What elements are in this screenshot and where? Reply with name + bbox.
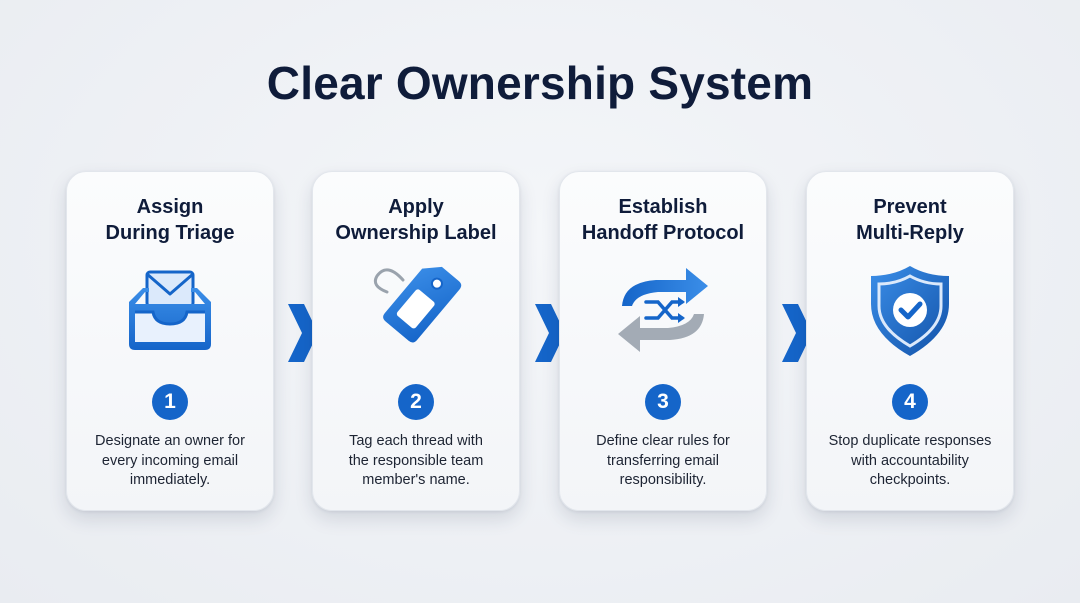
shield-check-icon — [855, 262, 965, 358]
step-number-badge: 4 — [892, 384, 928, 420]
step-card-3: Establish Handoff Protocol 3 Define clea… — [559, 171, 767, 511]
step-4-title: Prevent Multi-Reply — [856, 196, 964, 244]
step-4-description: Stop duplicate responses with accountabi… — [828, 433, 992, 488]
step-3-title: Establish Handoff Protocol — [581, 196, 745, 244]
step-card-4: Prevent Multi-Reply 4 Stop duplicate res… — [806, 171, 1014, 511]
step-card-1: Assign During Triage 1 Designate an owne… — [66, 171, 274, 511]
chevron-right-icon — [778, 300, 814, 366]
step-1-description: Designate an owner for every incoming em… — [95, 433, 245, 488]
chevron-right-icon — [284, 300, 320, 366]
step-number-badge: 2 — [398, 384, 434, 420]
handoff-exchange-icon — [608, 262, 718, 358]
step-card-2: Apply Ownership Label 2 Tag each thread … — [312, 171, 520, 511]
tag-label-icon — [361, 262, 471, 358]
step-3-description: Define clear rules for transferring emai… — [596, 433, 730, 488]
inbox-tray-icon — [115, 262, 225, 358]
step-2-description: Tag each thread with the responsible tea… — [348, 433, 484, 488]
step-2-title: Apply Ownership Label — [335, 196, 497, 244]
chevron-right-icon — [531, 300, 567, 366]
step-number-badge: 3 — [645, 384, 681, 420]
page-title: Clear Ownership System — [266, 57, 814, 109]
step-1-title: Assign During Triage — [105, 196, 235, 244]
step-number-badge: 1 — [152, 384, 188, 420]
